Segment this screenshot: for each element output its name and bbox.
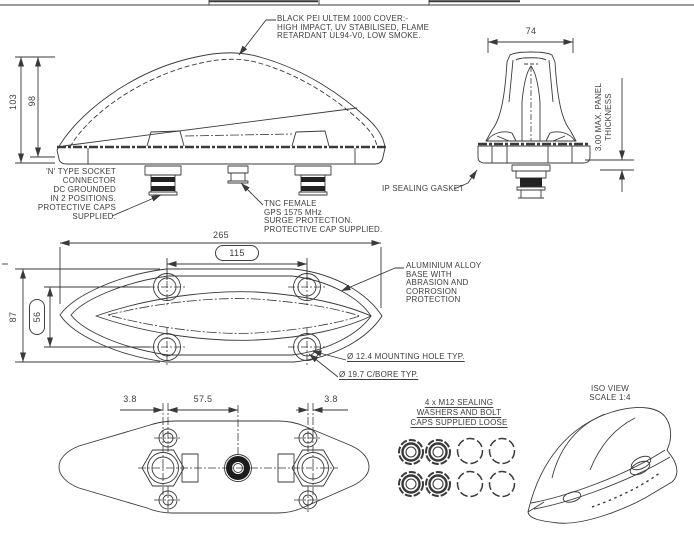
hardware-supplied-note: 4 x M12 SEALING WASHERS AND BOLT CAPS SU… bbox=[410, 398, 508, 427]
dim-offset-left: 3.8 bbox=[123, 394, 137, 404]
side-view-drawing bbox=[15, 19, 386, 217]
mounting-hole-note: Ø 12.4 MOUNTING HOLE TYP. bbox=[347, 352, 465, 361]
tnc-note: TNC FEMALE GPS 1575 MHz SURGE PROTECTION… bbox=[264, 199, 383, 234]
gasket-note: IP SEALING GASKET bbox=[382, 184, 465, 193]
panel-thickness-note: 3.00 MAX. PANEL THICKNESS bbox=[594, 82, 613, 152]
dim-offset-right: 3.8 bbox=[324, 394, 338, 404]
dim-connector-pitch: 57.5 bbox=[193, 394, 213, 404]
bolt-caps bbox=[456, 437, 516, 498]
iso-view-drawing bbox=[527, 407, 678, 524]
dim-base-length: 265 bbox=[213, 230, 229, 240]
dim-hole-pitch-y: 56 bbox=[29, 299, 45, 335]
dim-front-width: 74 bbox=[525, 26, 537, 36]
bottom-view-drawing bbox=[58, 403, 370, 514]
dim-base-width: 87 bbox=[8, 311, 18, 323]
mounting-holes bbox=[148, 268, 326, 366]
iso-view-scale: SCALE 1:4 bbox=[589, 393, 631, 402]
dim-cover-height: 98 bbox=[27, 95, 37, 107]
dim-hole-pitch-x: 115 bbox=[215, 245, 259, 261]
n-socket-note: 'N' TYPE SOCKET CONNECTOR DC GROUNDED IN… bbox=[37, 167, 116, 221]
sealing-washers bbox=[398, 439, 451, 497]
iso-view-title: ISO VIEW bbox=[590, 384, 630, 393]
cover-material-note: BLACK PEI ULTEM 1000 COVER:- HIGH IMPACT… bbox=[277, 14, 430, 41]
sheet-border bbox=[0, 0, 694, 6]
aluminium-base-note: ALUMINIUM ALLOY BASE WITH ABRASION AND C… bbox=[406, 261, 482, 305]
cbore-note: Ø 19.7 C/BORE TYP. bbox=[339, 370, 419, 379]
dim-overall-height: 103 bbox=[8, 94, 18, 110]
washers-drawing bbox=[398, 437, 516, 498]
front-view-drawing bbox=[453, 38, 634, 199]
plan-view-drawing bbox=[2, 240, 404, 378]
